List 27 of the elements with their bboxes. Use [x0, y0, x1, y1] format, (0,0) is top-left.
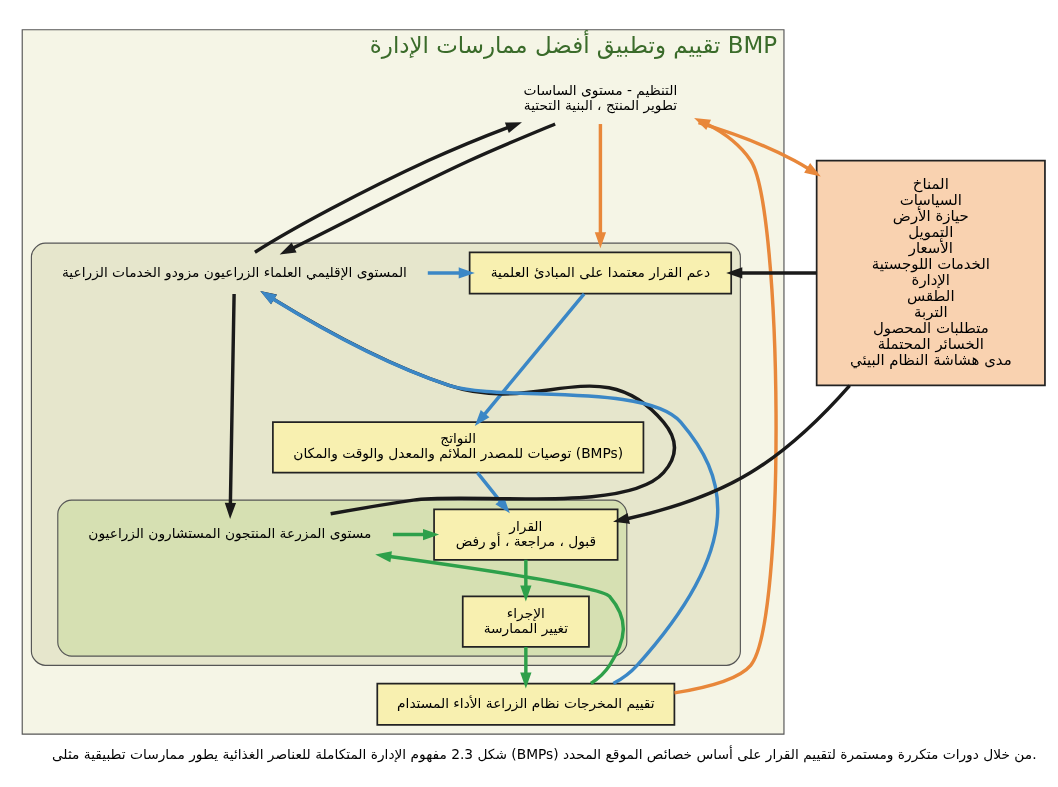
- arrow: [375, 550, 625, 685]
- arrow: [674, 117, 778, 695]
- arrow: [427, 266, 475, 279]
- node-box: الإجراء تغيير الممارسة: [461, 595, 590, 648]
- arrow: [474, 292, 586, 426]
- arrow: [476, 471, 510, 513]
- node-box: المناخ السياسات حيازة الأرض التمويل الأسعار الخدمات اللوجستية الإدارة الطقس التربة متطلبات المحصول الخسائر المحتملة مدى هشاشة النظام البيئي: [815, 159, 1046, 386]
- arrow: [594, 123, 607, 248]
- arrow: [279, 121, 556, 255]
- arrow: [726, 266, 817, 279]
- node-box: تقييم المخرجات نظام الزراعة الأداء المستدام: [376, 682, 676, 726]
- node-box: النواتج توصيات للمصدر الملائم والمعدل والوقت والمكان (BMPs): [272, 420, 645, 473]
- node-text: التنظيم - مستوى الساسات تطوير المنتج ، البنية التحتية: [523, 81, 678, 113]
- node-box: القرار قبول ، مراجعة ، أو رفض: [433, 507, 619, 561]
- arrow: [224, 293, 237, 519]
- arrow: [613, 383, 851, 524]
- caption: شكل 2.3 مفهوم الإدارة المتكاملة للعناصر الغذائية يطور ممارسات تطبيقية مثلى (BMPs) من خلال دورات متكررة ومستمرة لتقييم القرار على أساس خصائص الموقع المحدد.: [51, 745, 1037, 762]
- node-text: المستوى الإقليمي العلماء الزراعيون مزودو الخدمات الزراعية: [61, 263, 407, 280]
- arrow: [260, 290, 676, 515]
- node-text: مستوى المزرعة المنتجون المستشارون الزراعيون: [88, 524, 372, 541]
- arrow: [698, 120, 821, 176]
- arrow: [392, 528, 440, 540]
- arrow: [520, 559, 532, 602]
- arrow: [260, 290, 720, 685]
- arrow: [520, 646, 532, 689]
- node-box: دعم القرار معتمدا على المبادئ العلمية: [468, 250, 733, 294]
- arrow: [254, 121, 522, 254]
